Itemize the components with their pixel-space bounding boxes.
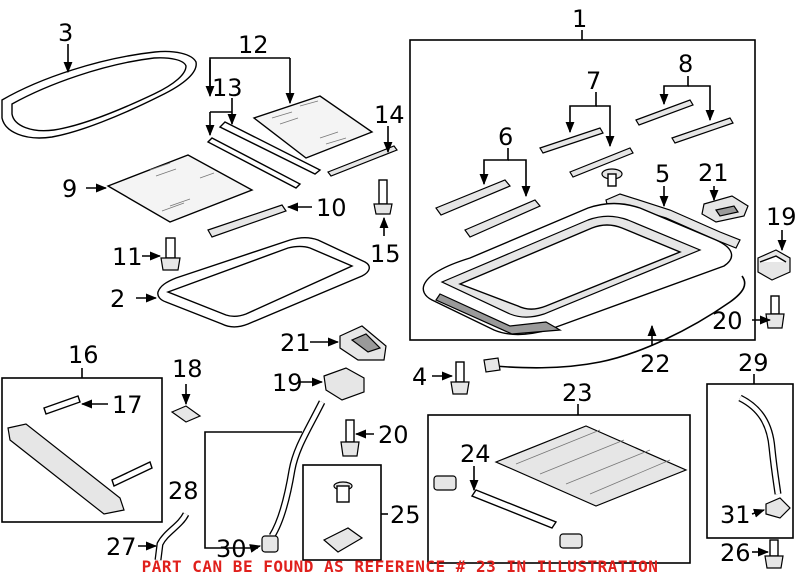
- leader-6b: [508, 159, 531, 198]
- callout-13: 13: [212, 74, 243, 102]
- callout-20-right: 20: [712, 307, 743, 335]
- callout-27: 27: [106, 533, 137, 561]
- part-19-module-top: [757, 249, 791, 281]
- leader-31: [751, 508, 766, 518]
- bracket-28: [204, 431, 302, 549]
- callout-7: 7: [586, 67, 601, 95]
- part-31-connector: [765, 497, 791, 519]
- callout-16: 16: [68, 341, 99, 369]
- part-27-hose: [154, 512, 190, 561]
- part-30-hose: [261, 400, 326, 553]
- callout-18: 18: [172, 355, 203, 383]
- part-16-trim-panel: [7, 395, 153, 515]
- callout-28: 28: [168, 477, 199, 505]
- part-4-bolt: [450, 361, 470, 395]
- leader-7: [565, 92, 597, 134]
- callout-17: 17: [112, 391, 143, 419]
- callout-1: 1: [572, 5, 587, 33]
- part-11-bolt: [160, 237, 181, 271]
- callout-24: 24: [460, 440, 491, 468]
- callout-4: 4: [412, 363, 427, 391]
- part-15-bolt: [373, 179, 393, 215]
- part-13-trims: [206, 121, 322, 189]
- part-8-rails: [635, 99, 734, 144]
- part-19-module-mid: [323, 367, 365, 401]
- part-26-bolt: [764, 539, 784, 569]
- part-21-motor-top: [701, 195, 749, 223]
- leader-8: [659, 76, 689, 106]
- part-20-bolt-mid: [340, 419, 360, 457]
- group-box-25: [302, 464, 382, 561]
- callout-26: 26: [720, 539, 751, 567]
- part-23-sunshade: [433, 425, 688, 549]
- part-25-grommets: [322, 481, 364, 553]
- part-6-rails: [435, 179, 541, 238]
- part-14-trim: [327, 145, 398, 177]
- leader-8b: [688, 85, 715, 122]
- part-10-strip: [207, 204, 287, 238]
- callout-14: 14: [374, 101, 405, 129]
- part-20-bolt-right: [765, 295, 785, 329]
- leader-6: [479, 148, 509, 186]
- part-29-hose: [738, 394, 782, 495]
- callout-29: 29: [738, 349, 769, 377]
- callout-5: 5: [655, 160, 670, 188]
- callout-6: 6: [498, 123, 513, 151]
- callout-19-top: 19: [766, 203, 797, 231]
- callout-15: 15: [370, 240, 401, 268]
- reference-banner: PART CAN BE FOUND AS REFERENCE # 23 IN I…: [141, 557, 659, 576]
- part-22-cable: [483, 275, 746, 373]
- callout-2: 2: [110, 285, 125, 313]
- part-3-glass-seal: [1, 50, 197, 139]
- callout-11: 11: [112, 243, 143, 271]
- part-18-clip: [170, 405, 202, 423]
- callout-8: 8: [678, 50, 693, 78]
- leader-13: [210, 98, 233, 135]
- callout-9: 9: [62, 175, 77, 203]
- callout-20-mid: 20: [378, 421, 409, 449]
- callout-21-top: 21: [698, 159, 729, 187]
- group-box-23: [427, 414, 691, 564]
- callout-23: 23: [562, 379, 593, 407]
- callout-25: 25: [390, 501, 421, 529]
- part-2-frame-seal: [157, 237, 370, 328]
- part-stop: [601, 168, 623, 187]
- callout-3: 3: [58, 19, 73, 47]
- callout-10: 10: [316, 194, 347, 222]
- callout-31: 31: [720, 501, 751, 529]
- group-box-29: [706, 383, 794, 539]
- callout-22: 22: [640, 350, 671, 378]
- leader-7b: [596, 105, 615, 148]
- callout-21-mid: 21: [280, 329, 311, 357]
- part-7-rails: [539, 127, 634, 178]
- part-9-glass-panel: [106, 154, 254, 223]
- callout-12: 12: [238, 31, 269, 59]
- callout-19-mid: 19: [272, 369, 303, 397]
- leader-30: [249, 544, 262, 553]
- callout-30: 30: [216, 535, 247, 563]
- part-1-frame-assembly: [422, 202, 733, 336]
- part-21-motor-mid: [339, 325, 387, 361]
